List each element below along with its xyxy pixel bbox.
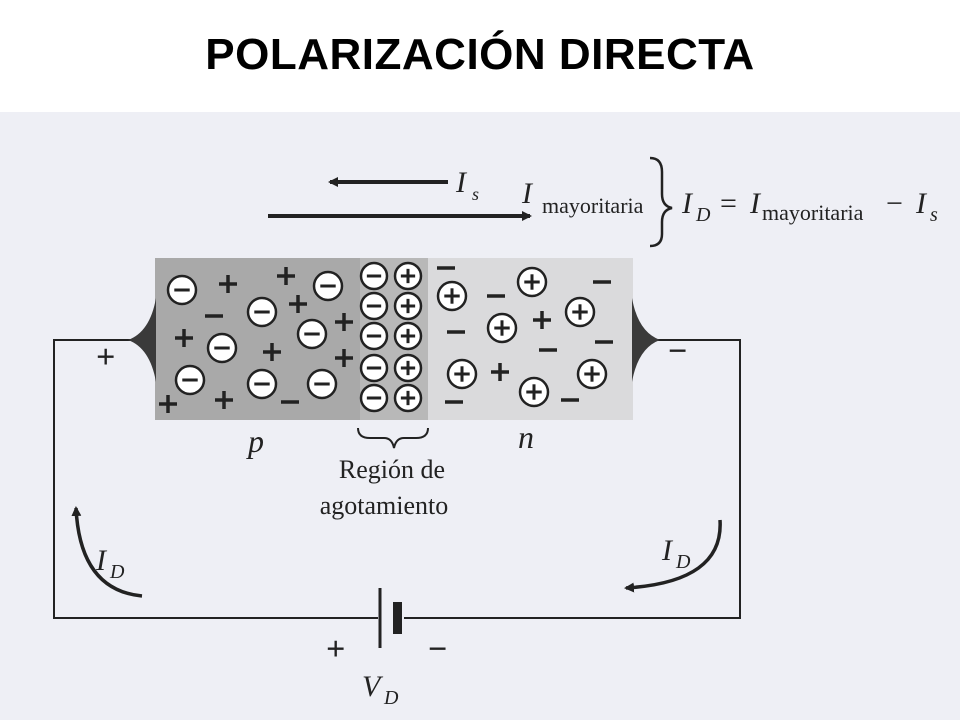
positive-ion xyxy=(393,321,423,351)
positive-ion xyxy=(564,296,596,328)
negative-ion xyxy=(359,353,389,383)
right-current-arrow xyxy=(624,519,722,593)
hole-carrier xyxy=(289,295,307,313)
hole-carrier xyxy=(335,349,353,367)
circuit-wire-left xyxy=(53,339,378,619)
hole-carrier xyxy=(219,275,237,293)
positive-ion xyxy=(393,261,423,291)
charge-carriers xyxy=(159,261,613,413)
eq-minus: − xyxy=(886,187,903,220)
left-current-arrow xyxy=(71,506,143,598)
imaj-label-letter: I xyxy=(521,177,534,210)
negative-ion xyxy=(166,274,198,306)
left-current-letter: I xyxy=(95,544,108,577)
negative-ion xyxy=(246,296,278,328)
hole-carrier xyxy=(335,313,353,331)
positive-ion xyxy=(393,291,423,321)
hole-carrier xyxy=(263,343,281,361)
positive-ion xyxy=(446,358,478,390)
eq-term2-letter: I xyxy=(915,187,928,220)
is-label-sub: s xyxy=(472,184,479,204)
is-label-letter: I xyxy=(455,166,468,199)
hole-carrier xyxy=(491,363,509,381)
positive-ion xyxy=(436,280,468,312)
hole-carrier xyxy=(175,329,193,347)
battery-label-letter: V xyxy=(362,670,384,703)
n-label: n xyxy=(518,419,534,455)
depletion-label-line1: Región de xyxy=(339,455,445,484)
positive-ion xyxy=(486,312,518,344)
positive-ion xyxy=(518,376,550,408)
battery-plus-sign: + xyxy=(326,631,345,668)
eq-lhs-sub: D xyxy=(695,204,711,226)
negative-ion xyxy=(306,368,338,400)
positive-ion xyxy=(393,383,423,413)
page-title: POLARIZACIÓN DIRECTA xyxy=(205,30,755,79)
battery-short-plate xyxy=(393,602,402,634)
p-label: p xyxy=(246,423,264,459)
battery-label-sub: D xyxy=(383,687,399,709)
right-terminal-sign: − xyxy=(668,333,687,370)
negative-ion xyxy=(359,291,389,321)
depletion-label-line2: agotamiento xyxy=(320,491,449,520)
left-terminal-sign: + xyxy=(96,339,115,376)
eq-term1-sub: mayoritaria xyxy=(762,200,864,225)
positive-ion xyxy=(516,266,548,298)
left-current-sub: D xyxy=(109,561,125,583)
imaj-label-sub: mayoritaria xyxy=(542,193,644,218)
negative-ion xyxy=(312,270,344,302)
negative-ion xyxy=(174,364,206,396)
negative-ion xyxy=(359,321,389,351)
hole-carrier xyxy=(277,267,295,285)
hole-carrier xyxy=(159,395,177,413)
right-contact xyxy=(632,298,660,382)
negative-ion xyxy=(296,318,328,350)
positive-ion xyxy=(576,358,608,390)
positive-ion xyxy=(393,353,423,383)
curly-brace xyxy=(649,156,673,248)
depletion-brace xyxy=(357,427,429,449)
right-current-sub: D xyxy=(675,551,691,573)
negative-ion xyxy=(359,383,389,413)
eq-term1-letter: I xyxy=(749,187,762,220)
eq-equals: = xyxy=(720,187,737,220)
negative-ion xyxy=(206,332,238,364)
hole-carrier xyxy=(215,391,233,409)
battery-minus-sign: − xyxy=(428,631,447,668)
left-contact xyxy=(128,298,156,382)
eq-term2-sub: s xyxy=(930,204,938,226)
negative-ion xyxy=(359,261,389,291)
eq-lhs-letter: I xyxy=(681,187,694,220)
hole-carrier xyxy=(533,311,551,329)
right-current-letter: I xyxy=(661,534,674,567)
circuit-wire-right xyxy=(404,339,741,619)
negative-ion xyxy=(246,368,278,400)
